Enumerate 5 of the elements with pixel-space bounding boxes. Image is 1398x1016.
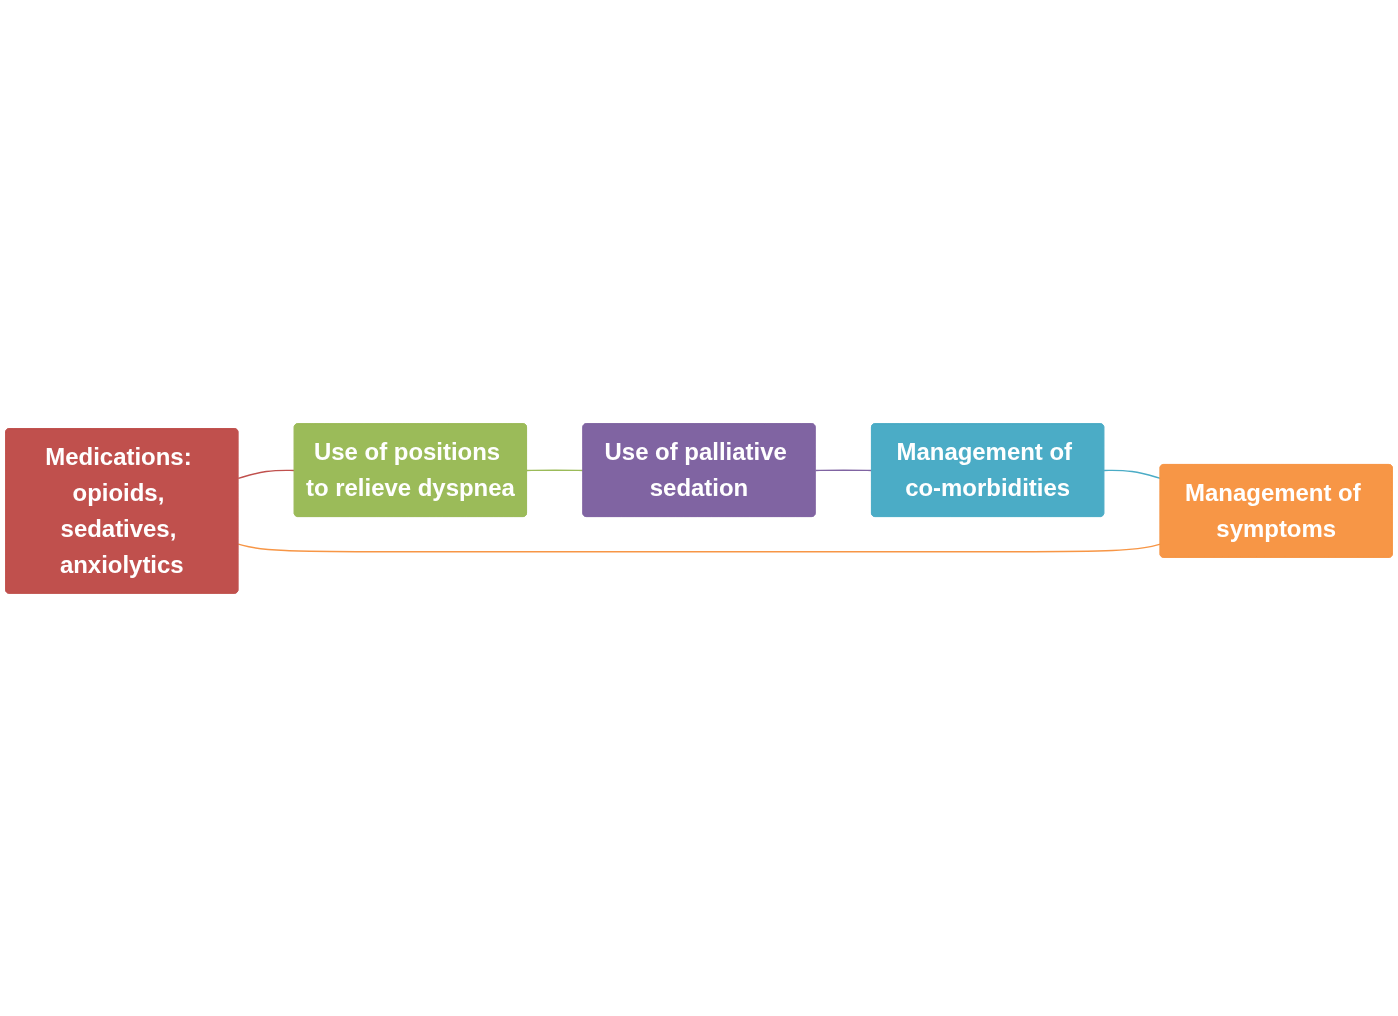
connector	[1103, 469, 1162, 479]
connector	[237, 469, 296, 479]
connector	[814, 469, 873, 471]
connector	[237, 542, 1162, 552]
connector	[526, 469, 584, 471]
